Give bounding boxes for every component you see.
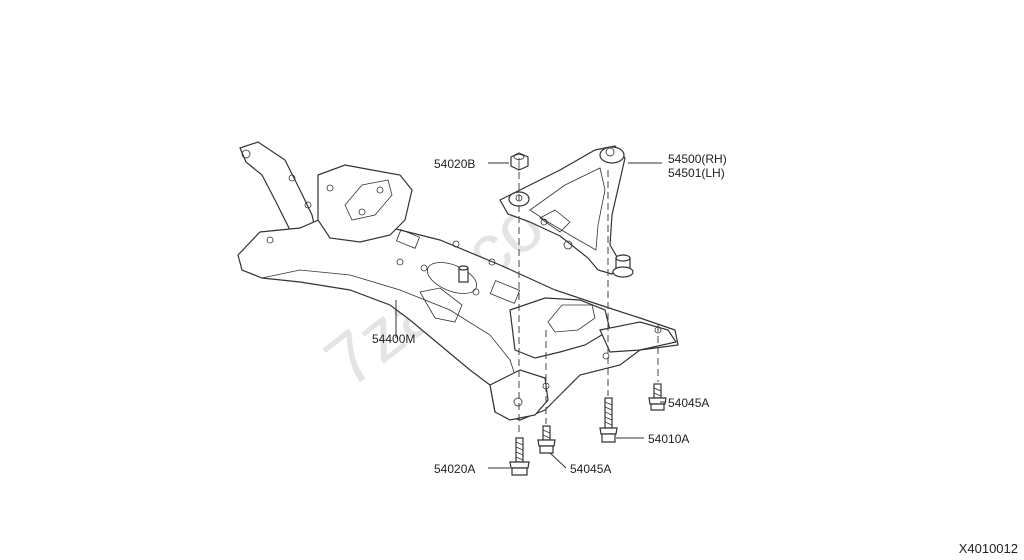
label-bolt-54010a: 54010A: [648, 432, 690, 446]
label-nut-54020b: 54020B: [434, 157, 476, 171]
bolt-54010a-icon: [599, 397, 618, 443]
label-arm-lh: 54501(LH): [668, 166, 725, 180]
suspension-member: [237, 141, 679, 421]
alignment-lines: [518, 170, 659, 436]
label-bolt-54020a: 54020A: [434, 462, 476, 476]
reference-code: X4010012: [958, 541, 1018, 556]
leader-lines: [395, 162, 666, 469]
nut-54020b-icon: [510, 152, 529, 171]
bolt-54020a-icon: [509, 437, 530, 476]
label-bolt-54045a-right: 54045A: [668, 396, 710, 410]
bolt-54045a-mid-icon: [537, 425, 556, 454]
label-arm-rh: 54500(RH): [668, 152, 727, 166]
label-member-54400m: 54400M: [372, 332, 416, 346]
bolt-54045a-right-icon: [648, 383, 667, 411]
lower-control-arm: [499, 145, 634, 278]
label-bolt-54045a-mid: 54045A: [570, 462, 612, 476]
